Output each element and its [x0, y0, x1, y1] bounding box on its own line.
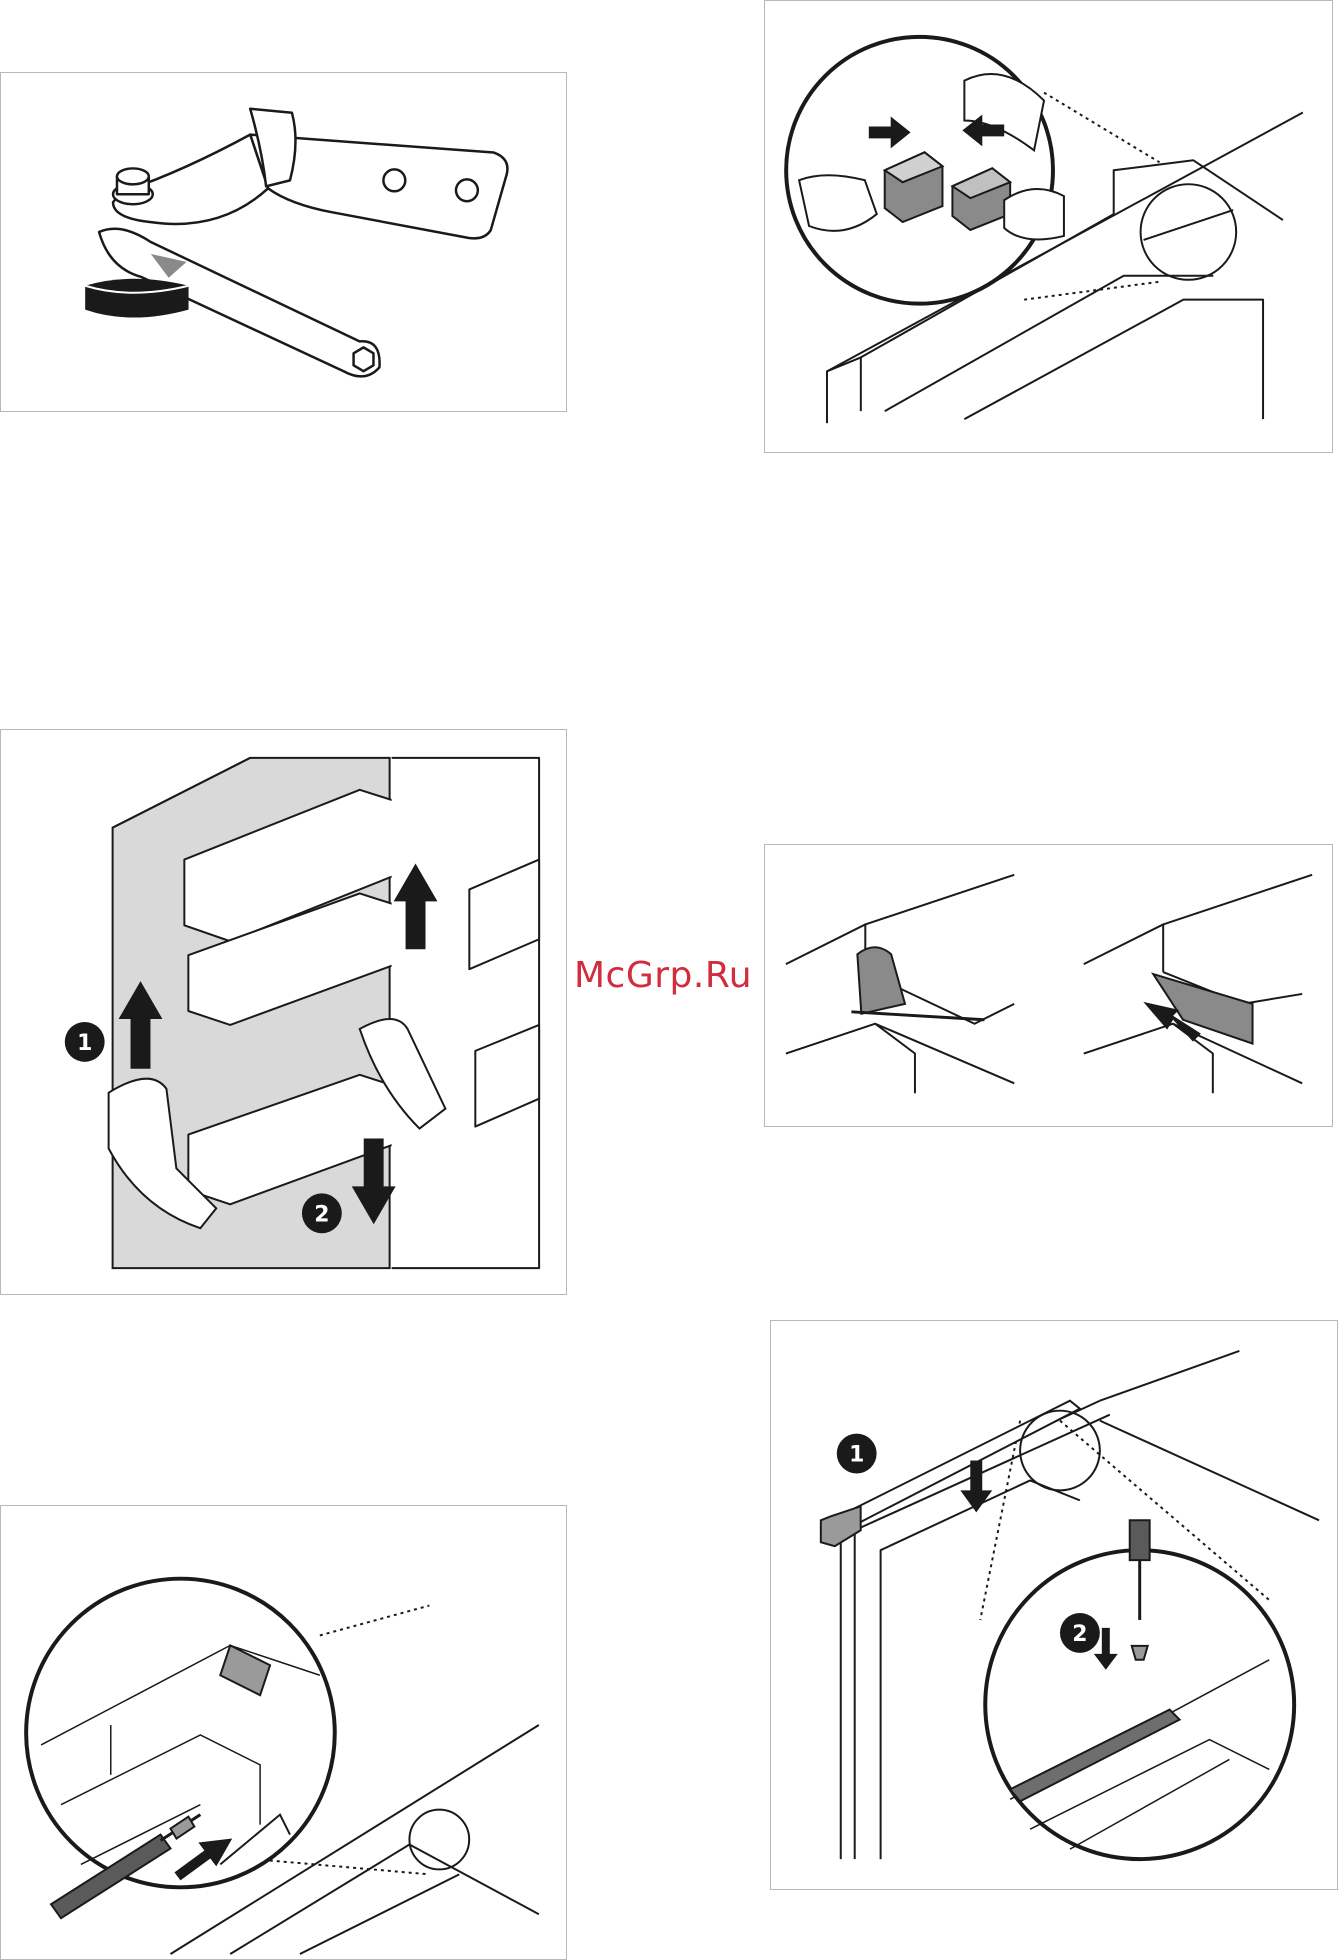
cover-step-label-2: 2 — [1072, 1622, 1087, 1647]
figure-door-removal: 1 2 — [0, 729, 567, 1295]
figure-connector-detail — [764, 0, 1333, 453]
hinge-wrench-illustration — [1, 73, 566, 411]
figure-hinge-wrench — [0, 72, 567, 412]
figure-cable-clip — [764, 844, 1333, 1127]
figure-top-cover-install: 1 2 — [770, 1320, 1338, 1890]
screwdriver-icon — [1130, 1520, 1150, 1560]
screw-detail-illustration — [1, 1506, 566, 1959]
cover-step-label-1: 1 — [849, 1443, 864, 1468]
magnifier-circle-icon — [26, 1579, 335, 1888]
step-label-2: 2 — [314, 1202, 329, 1227]
cable-clip-illustration — [765, 845, 1332, 1126]
cable-clip-icon — [857, 947, 905, 1014]
screw-icon — [1132, 1646, 1148, 1660]
connector-detail-illustration — [765, 1, 1332, 452]
rotation-arrow-icon — [85, 279, 188, 318]
small-detail-circle — [1141, 184, 1237, 280]
figure-screw-detail — [0, 1505, 567, 1960]
watermark-text: McGrp.Ru — [574, 955, 752, 996]
step-label-1: 1 — [77, 1031, 92, 1056]
top-cover-install-illustration: 1 2 — [771, 1321, 1337, 1889]
door-removal-illustration: 1 2 — [1, 730, 566, 1294]
